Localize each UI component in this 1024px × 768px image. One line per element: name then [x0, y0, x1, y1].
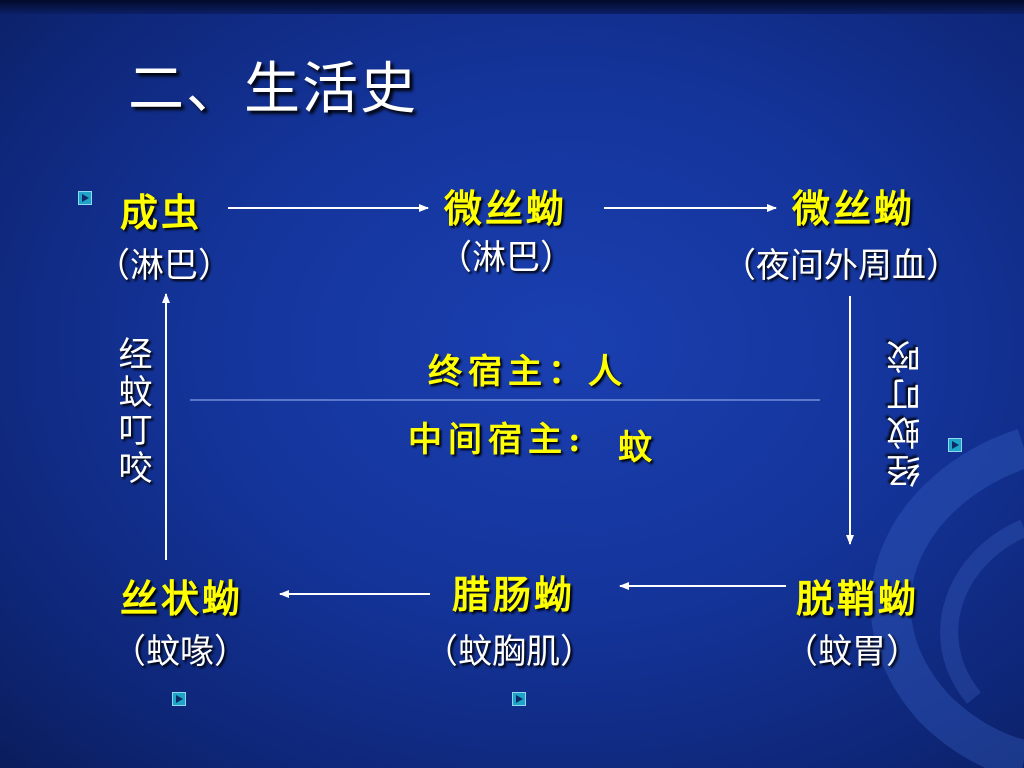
- transmission-label-left: 经蚊叮咬: [112, 336, 152, 488]
- intermediate-host-value: 蚊: [618, 428, 658, 468]
- slide-title: 二、生活史: [128, 57, 418, 122]
- location-filariform-larva: （蚊喙）: [112, 632, 248, 672]
- stage-adult: 成虫: [120, 190, 203, 235]
- play-button-icon[interactable]: [172, 692, 186, 706]
- location-microfilaria-lymph: （淋巴）: [438, 238, 574, 278]
- location-adult: （淋巴）: [96, 246, 232, 286]
- play-button-icon[interactable]: [948, 438, 962, 452]
- stage-microfilaria-lymph: 微丝蚴: [444, 186, 568, 231]
- location-sausage-larva: （蚊胸肌）: [424, 632, 594, 672]
- stage-sausage-larva: 腊肠蚴: [452, 572, 576, 617]
- top-bar: [0, 0, 1024, 14]
- stage-exsheathed-larva: 脱鞘蚴: [796, 576, 920, 621]
- location-microfilaria-blood: （夜间外周血）: [722, 246, 960, 286]
- play-button-icon[interactable]: [512, 692, 526, 706]
- definitive-host: 终宿主：人: [428, 352, 628, 392]
- stage-microfilaria-blood: 微丝蚴: [792, 186, 916, 231]
- intermediate-host-label: 中间宿主:: [408, 420, 587, 460]
- location-exsheathed-larva: （蚊胃）: [784, 632, 920, 672]
- stage-filariform-larva: 丝状蚴: [120, 576, 244, 621]
- background-swirl: [870, 429, 1024, 768]
- bullet-marker-icon: [78, 191, 92, 205]
